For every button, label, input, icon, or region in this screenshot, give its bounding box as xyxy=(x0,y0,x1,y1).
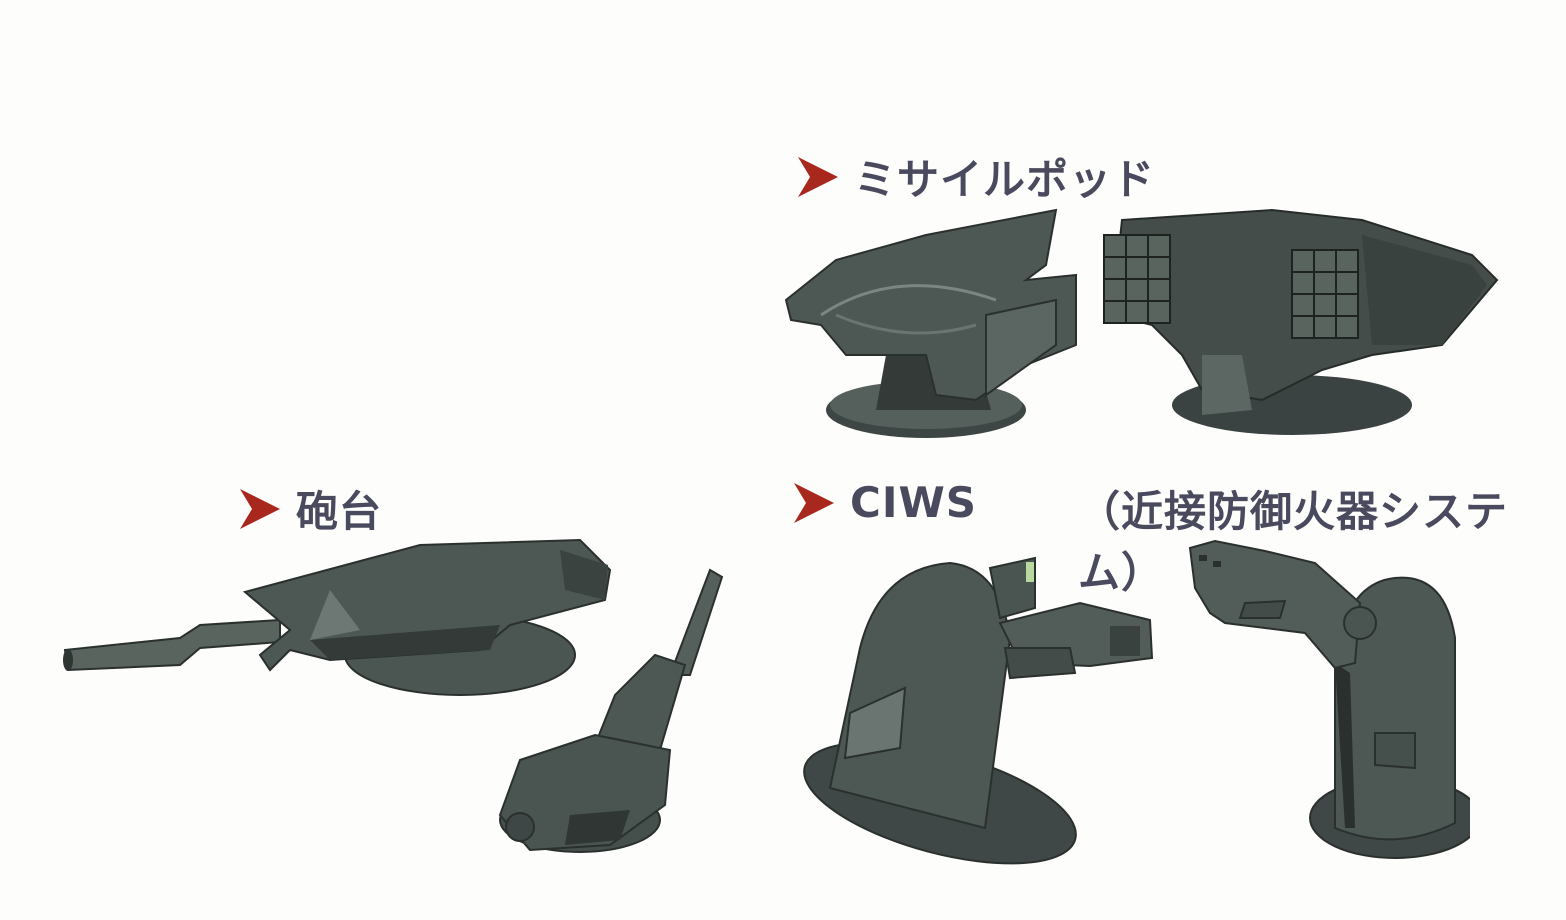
illustration-gun-turret-side xyxy=(60,530,630,700)
missile-cell-grid-left xyxy=(1103,234,1171,324)
red-arrow-icon xyxy=(798,156,838,197)
missile-cell-grid-right xyxy=(1291,249,1359,339)
illustration-missile-pod-front xyxy=(776,205,1096,440)
red-arrow-icon xyxy=(794,482,834,523)
illustration-gun-turret-raised xyxy=(490,565,730,860)
heading-ciws: CIWS xyxy=(792,478,977,527)
illustration-ciws-front xyxy=(790,548,1160,868)
illustration-ciws-rear xyxy=(1185,533,1470,868)
heading-ciws-subtitle: （近接防御火器システム） xyxy=(1078,478,1566,600)
sensor-green-light xyxy=(1026,562,1034,582)
heading-missile-pod: ミサイルポッド xyxy=(796,146,1155,207)
heading-ciws-subtitle-text: （近接防御火器システム） xyxy=(1078,487,1509,597)
heading-missile-pod-text: ミサイルポッド xyxy=(854,155,1156,204)
heading-ciws-text: CIWS xyxy=(850,478,978,527)
illustration-missile-pod-rear xyxy=(1092,205,1507,440)
heading-gun-turret-text: 砲台 xyxy=(296,487,383,536)
heading-gun-turret: 砲台 xyxy=(238,478,382,539)
red-arrow-icon xyxy=(240,488,280,529)
